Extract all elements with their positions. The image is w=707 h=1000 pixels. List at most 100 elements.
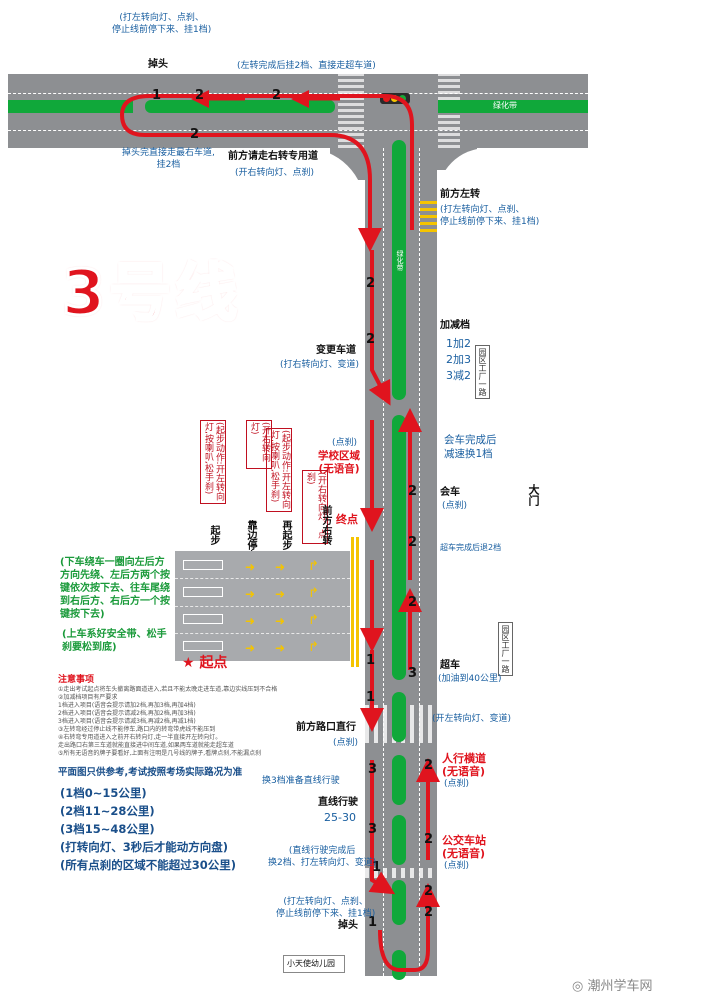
lane-number: 2 [424, 758, 434, 773]
gear-line: (1档0~15公里) [60, 786, 147, 800]
green-belt-top-left [8, 100, 133, 113]
change-lane-label: 变更车道 [316, 345, 356, 356]
lane-number: 3 [368, 762, 378, 777]
left-turn-detail: (打左转向灯、点刹、 停止线前停下来、挂1档) [440, 205, 540, 227]
kaobian-note: (开右转向灯) [246, 420, 272, 469]
lane-number: 2 [408, 484, 418, 499]
green-belt-v4 [392, 755, 406, 805]
end-label: 终点 [336, 513, 358, 526]
top-lane-line-2 [8, 130, 588, 131]
left-turn-label: 前方左转 [440, 189, 480, 200]
road-sign: 园区工厂一路 [475, 345, 490, 399]
change-lane-note: (打右转向灯、变道) [280, 360, 360, 370]
start-marker: ★ 起点 [182, 652, 227, 672]
left-lane-line [383, 148, 384, 976]
lane-number: 2 [366, 332, 376, 347]
lane-number: 2 [424, 884, 434, 899]
lane-number: 2 [408, 535, 418, 550]
yellow-box [420, 198, 437, 232]
top-turnaround: 掉头 [148, 59, 168, 70]
crosswalk-bottom [365, 868, 437, 878]
right-turn-label: 前方右转 [320, 505, 331, 545]
lane-number: 1 [366, 653, 376, 668]
gear-line: (打转向灯、3秒后才能动方向盘) [60, 840, 229, 854]
lane-number: 3 [408, 666, 418, 681]
note-line: ⑤所有无语音的牌子要看好,上面有注明是几号线的牌子,看牌点刹,不能漏点刹 [58, 750, 262, 757]
green-belt-v6 [392, 880, 406, 925]
watermark: ◎ 潮州学车网 [572, 975, 653, 994]
overtake-note: (加油到40公里) [438, 674, 502, 684]
right-lane-line [419, 148, 420, 976]
accel-step: 2加3 [446, 353, 471, 366]
green-belt-v-label: 绿化带 [396, 250, 404, 271]
note-line: ②加减档项目有严要求 [58, 694, 118, 701]
crosswalk-note: (点刹) [444, 779, 470, 789]
green-belt-v7 [392, 950, 406, 980]
notes-title: 注意事项 [58, 675, 95, 685]
green-belt-top-right [438, 100, 588, 113]
overtake-label: 超车 [440, 660, 460, 671]
note-line: 1档进入项目(语音会提示请加2档,再加3档,再加4档) [58, 702, 196, 709]
meet-done-note: 会车完成后 减速换1档 [444, 434, 497, 460]
green-belt-v5 [392, 815, 406, 865]
lane-number: 1 [372, 860, 382, 875]
star-icon: ★ [182, 655, 195, 671]
seatbelt-note: (上车系好安全带、松手 刹要松到底) [62, 629, 167, 653]
note-line: ①走出考试起点将车头撤离路面道进入,若且不能太晚走进车道,靠边实线压到不合格 [58, 686, 278, 693]
notes-panel: 注意事项 ①走出考试起点将车头撤离路面道进入,若且不能太晚走进车道,靠边实线压到… [58, 676, 298, 758]
route-left-d [368, 760, 396, 895]
straight-done-note: (直线行驶完成后 换2档、打左转向灯、变道) [268, 846, 377, 868]
kindergarten-label: 小天使幼儿园 [287, 959, 335, 968]
school-label: 学校区域 (无语音) [318, 450, 360, 475]
bus-stop-label: 公交车站 (无语音) [442, 834, 486, 860]
right-lane-label: 前方请走右转专用道 [228, 151, 318, 162]
bus-stop-note: (点刹) [444, 861, 470, 871]
lane-number: 1 [152, 88, 162, 103]
overtake-done-note: 超车完成后退2档 [440, 543, 502, 552]
lane-number: 3 [368, 822, 378, 837]
lane-number: 2 [272, 88, 282, 103]
gear3-note: 换3档准备直线行驶 [262, 776, 340, 786]
zaiqibu-note: (起步动作:开左转向灯,按喇叭,松手刹) [266, 428, 292, 512]
green-belt-v2 [392, 415, 406, 680]
gear-line: (2档11~28公里) [60, 804, 155, 818]
note-line: ④右转弯专用道进入之前开右转向灯,走一半直接开左转向灯。 [58, 734, 222, 741]
wechat-icon: ◎ [572, 979, 584, 994]
meet-label: 会车 [440, 487, 460, 498]
top-turnaround-note: (打左转向灯、点刹、 停止线前停下来、挂1档) [112, 13, 212, 35]
after-turn-note: 掉头完直接走最右车道, 挂2档 [122, 148, 215, 170]
green-belt-v3 [392, 692, 406, 742]
parking-area: ➜ ➜ ➜ ➜ ➜ ➜ ➜ ➜ ↱ ↱ ↱ ↱ [175, 551, 350, 661]
warning-note: 平面图只供参考,考试按照考场实际路况为准 [58, 767, 243, 778]
green-belt-label: 绿化带 [493, 101, 517, 110]
qibu-note: (起步动作:开左转向灯,按喇叭,松手刹) [200, 420, 226, 504]
road-sign: 园区工厂一路 [498, 622, 513, 676]
gate-label: 大门 [527, 484, 540, 506]
lane-number: 2 [190, 127, 200, 142]
lane-number: 2 [366, 276, 376, 291]
accel-label: 加减档 [440, 320, 470, 331]
overtake-signal-note: (开左转向灯、变道) [432, 714, 512, 724]
route-top-turn [119, 94, 414, 252]
speed-label: 25-30 [324, 811, 356, 824]
lane-number: 2 [408, 595, 418, 610]
crosswalk-label: 人行横道 (无语音) [442, 752, 486, 778]
lane-number: 1 [366, 690, 376, 705]
gear-line: (所有点刹的区域不能超过30公里) [60, 858, 237, 872]
lane-number: 1 [368, 915, 378, 930]
note-line: 2档进入项目(语音会提示请减2档,再加2档,再加3档) [58, 710, 196, 717]
kindergarten-sign: 小天使幼儿园 [283, 955, 345, 973]
kaobian-label: 靠边停车 [245, 520, 256, 560]
yellow-double-line-2 [356, 537, 359, 667]
meet-note: (点刹) [442, 501, 468, 511]
lane-number: 2 [424, 832, 434, 847]
straight-drive-label: 直线行驶 [318, 797, 358, 808]
page-title: 3号线 [60, 255, 242, 331]
final-turnaround-note: (打左转向灯、点刹、 停止线前停下来、挂1档) [276, 897, 376, 919]
straight-ahead-label: 前方路口直行 [296, 722, 356, 733]
gear-line: (3档15~48公里) [60, 822, 155, 836]
note-line: 3档进入项目(语音会提示请减3档,再减2档,再减1档) [58, 718, 196, 725]
watermark-label: 潮州学车网 [587, 979, 653, 994]
note-line: 走出路口右第三车道就能直接进中间车道,如果两车道就能走超车道 [58, 742, 234, 749]
route-left-down [368, 250, 391, 406]
